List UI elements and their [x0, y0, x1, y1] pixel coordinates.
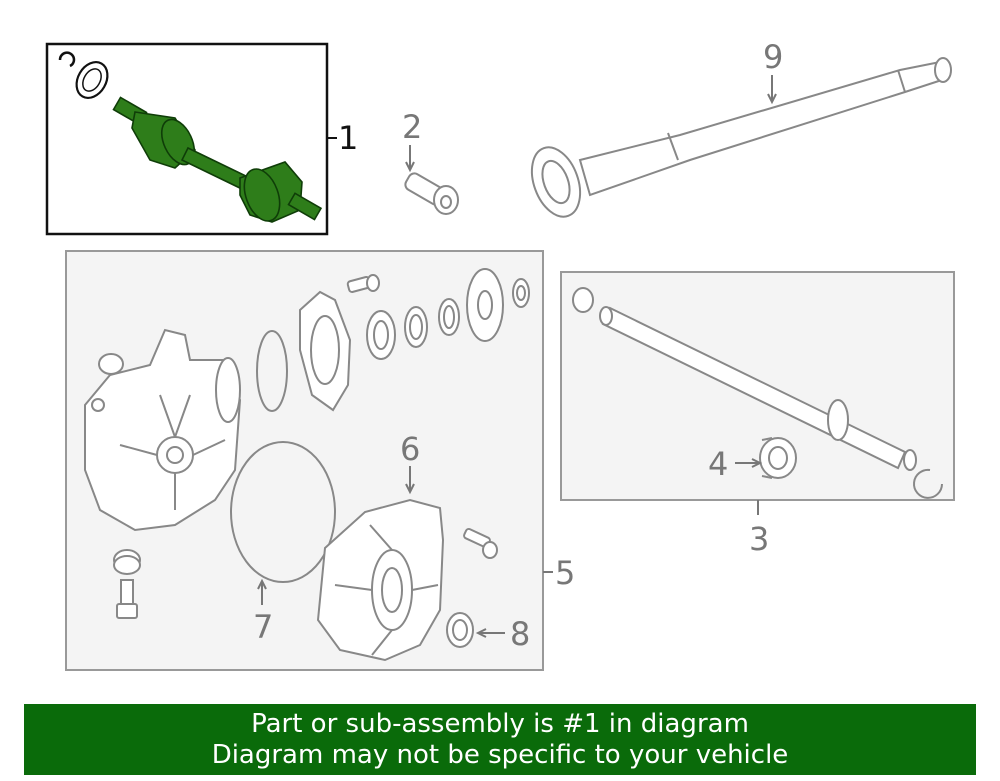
propeller-shaft-part-9 — [530, 57, 952, 218]
bearing-cover — [299, 290, 352, 412]
snap-ring-icon — [58, 51, 76, 68]
leader-lines — [257, 75, 777, 638]
rear-cover-part-6 — [316, 498, 445, 662]
callout-8: 8 — [510, 615, 530, 653]
axle-shaft-assembly[interactable] — [58, 51, 323, 226]
bolts-box-5 — [113, 527, 498, 619]
callout-1: 1 — [338, 119, 358, 157]
callout-4: 4 — [708, 445, 728, 483]
callout-3: 3 — [749, 520, 769, 558]
callout-5: 5 — [555, 554, 575, 592]
notice-banner: Part or sub-assembly is #1 in diagram Di… — [24, 704, 976, 775]
gasket-ring — [230, 330, 336, 583]
callout-9: 9 — [763, 38, 783, 76]
intermediate-shaft-part-3 — [572, 287, 943, 499]
seal-part-8 — [446, 612, 474, 648]
differential-housing — [84, 328, 242, 532]
seal-ring-icon — [75, 61, 109, 99]
banner-line-1: Part or sub-assembly is #1 in diagram — [251, 709, 749, 739]
banner-line-2: Diagram may not be specific to your vehi… — [211, 740, 789, 770]
bearing-part-4 — [759, 437, 797, 479]
bearings-and-seals — [346, 268, 530, 360]
callout-7: 7 — [253, 608, 273, 646]
bolt-part-2 — [404, 172, 459, 215]
callout-6: 6 — [400, 430, 420, 468]
callout-2: 2 — [402, 108, 422, 146]
